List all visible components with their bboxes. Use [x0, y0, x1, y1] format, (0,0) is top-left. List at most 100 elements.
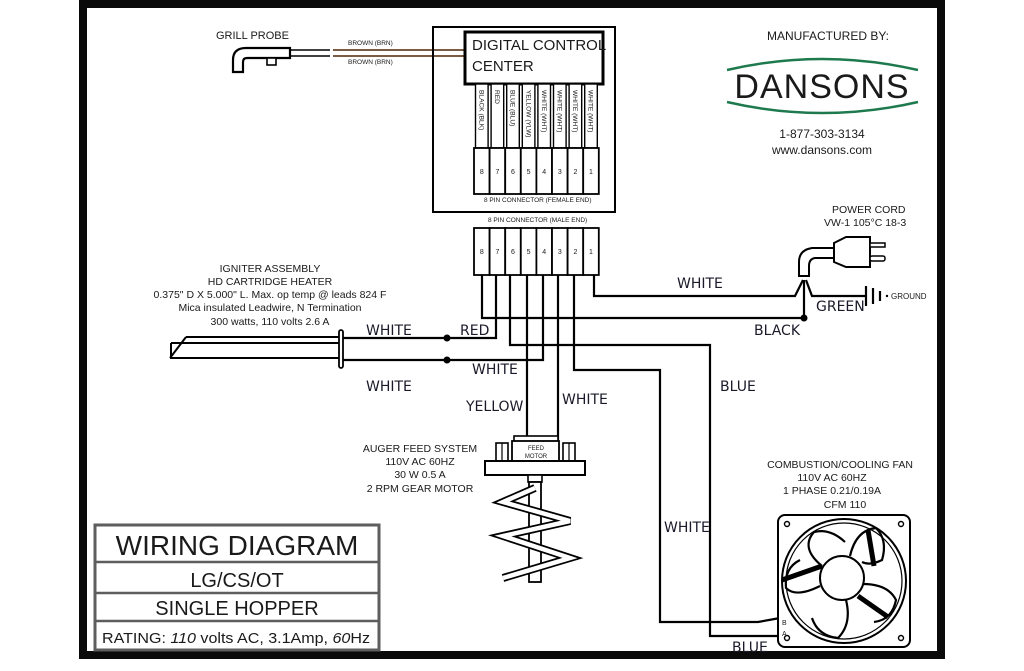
igniter-line-5: 300 watts, 110 volts 2.6 A — [211, 316, 330, 328]
auger-coupling — [527, 474, 543, 483]
plug-body-icon — [833, 236, 871, 268]
wire-strip-label: BLUE (BLU) — [509, 90, 516, 126]
wire-strip-label: WHITE (WHT) — [587, 90, 594, 132]
male-pin-number: 1 — [589, 249, 593, 256]
fan-blade-5 — [784, 559, 821, 594]
male-pin — [582, 227, 600, 276]
igniter-line-3: 0.375" D X 5.000" L. Max. op temp @ lead… — [154, 289, 387, 301]
male-pin-number: 8 — [480, 249, 484, 256]
fan-terminal-b: B — [782, 620, 787, 627]
fan-screw-tl — [783, 520, 791, 528]
plug-prong-top — [869, 242, 886, 248]
wire-pin4-white — [447, 275, 545, 362]
combustion-fan: COMBUSTION/COOLING FAN 110V AC 60HZ 1 PH… — [767, 459, 913, 648]
fan-shroud-outer — [781, 518, 907, 644]
fan-blade-4 — [810, 599, 849, 640]
heater-flange — [338, 329, 344, 369]
female-pin-number: 6 — [511, 169, 515, 176]
title-block-frame — [93, 523, 381, 652]
harness-wires — [342, 275, 866, 638]
igniter-line-2: HD CARTRIDGE HEATER — [208, 276, 333, 288]
fan-terminal-a: A — [782, 631, 787, 638]
wire-strip-label: YELLOW (YLW) — [524, 90, 531, 138]
male-pin-number: 4 — [542, 249, 546, 256]
fan-line-3: 1 PHASE 0.21/0.19A — [783, 485, 881, 497]
auger-line-4: 2 RPM GEAR MOTOR — [367, 483, 474, 495]
rating-hz-unit: Hz — [350, 630, 370, 647]
label-igniter-white-top: WHITE — [366, 323, 412, 339]
fan-line-1: COMBUSTION/COOLING FAN — [767, 459, 913, 471]
wire-strip-label: RED — [493, 90, 500, 104]
female-pin — [582, 147, 600, 195]
diagram-model: LG/CS/OT — [190, 570, 283, 592]
black-junction-dot — [800, 314, 808, 322]
fan-line-4: CFM 110 — [824, 499, 867, 511]
male-pin-number: 6 — [511, 249, 515, 256]
manufacturer-website: www.dansons.com — [771, 143, 872, 157]
rating-prefix: RATING: — [102, 630, 170, 647]
fan-strut-left — [781, 563, 823, 583]
manufacturer-heading: MANUFACTURED BY: — [767, 29, 889, 43]
igniter-line-1: IGNITER ASSEMBLY — [220, 263, 321, 275]
brand-swoosh-top — [726, 57, 919, 72]
probe-clip-icon — [266, 57, 277, 66]
digital-control-center-box — [463, 30, 605, 86]
wire-strip-label: WHITE (WHT) — [540, 90, 547, 132]
feed-motor-label-2: MOTOR — [525, 454, 548, 460]
label-yellow: YELLOW — [465, 399, 524, 415]
igniter-junction-bottom — [443, 356, 451, 364]
wire-pin6-blue — [508, 275, 780, 638]
female-pin-number: 8 — [480, 169, 484, 176]
label-white-auger: WHITE — [562, 392, 608, 408]
female-connector-label: 8 PIN CONNECTOR (FEMALE END) — [484, 197, 592, 204]
rating-volts: 110 — [170, 630, 196, 647]
auger-flight-fill — [494, 485, 578, 581]
brown-wire-top-label: BROWN (BRN) — [348, 40, 393, 47]
probe-handle-icon — [231, 46, 292, 74]
fan-blade-2 — [848, 526, 886, 565]
fan-line-2: 110V AC 60HZ — [797, 472, 867, 484]
fan-housing — [777, 514, 911, 648]
diagram-frame — [79, 0, 945, 659]
wire-pin7-red — [447, 275, 498, 340]
fan-blade-1 — [807, 530, 846, 567]
fan-screw-br — [897, 634, 905, 642]
male-connector-label: 8 PIN CONNECTOR (MALE END) — [488, 217, 587, 224]
fan-strut-right — [856, 593, 890, 620]
fan-strut-top — [865, 529, 877, 567]
diagram-rating: RATING: 110 volts AC, 3.1Amp, 60Hz — [102, 630, 370, 647]
power-cord-title: POWER CORD — [832, 204, 906, 216]
control-center-title-line2: CENTER — [472, 58, 534, 75]
label-red: RED — [460, 323, 489, 339]
female-pin-number: 4 — [542, 169, 546, 176]
rating-hz: 60 — [333, 630, 352, 647]
auger-line-2: 110V AC 60HZ — [385, 456, 455, 468]
control-center-title-line1: DIGITAL CONTROL — [472, 37, 606, 54]
motor-mounting-plate — [484, 460, 586, 476]
auger-line-1: AUGER FEED SYSTEM — [363, 443, 477, 455]
power-cord-spec: VW-1 105°C 18-3 — [824, 217, 906, 229]
label-white-igniter: WHITE — [472, 362, 518, 378]
fan-hub — [819, 555, 865, 601]
igniter-assembly: IGNITER ASSEMBLY HD CARTRIDGE HEATER 0.3… — [154, 263, 387, 369]
label-blue-lower: BLUE — [732, 640, 768, 656]
female-pin-number: 3 — [558, 169, 562, 176]
wire-pin8-black — [480, 275, 804, 320]
male-pin-number: 7 — [495, 249, 499, 256]
label-igniter-white-bottom: WHITE — [366, 379, 412, 395]
diagram-variant: SINGLE HOPPER — [155, 598, 318, 620]
igniter-line-4: Mica insulated Leadwire, N Termination — [178, 302, 361, 314]
igniter-junction-top — [443, 334, 451, 342]
heater-tip-bevel — [169, 336, 187, 359]
wire-green — [804, 279, 866, 298]
label-green: GREEN — [816, 299, 865, 315]
grill-probe: GRILL PROBE BROWN (BRN) BROWN (BRN) — [216, 30, 465, 74]
ground-label: GROUND — [891, 292, 927, 301]
auger-line-3: 30 W 0.5 A — [394, 469, 445, 481]
wire-pin1-white — [592, 275, 804, 298]
diagram-title: WIRING DIAGRAM — [116, 530, 359, 561]
